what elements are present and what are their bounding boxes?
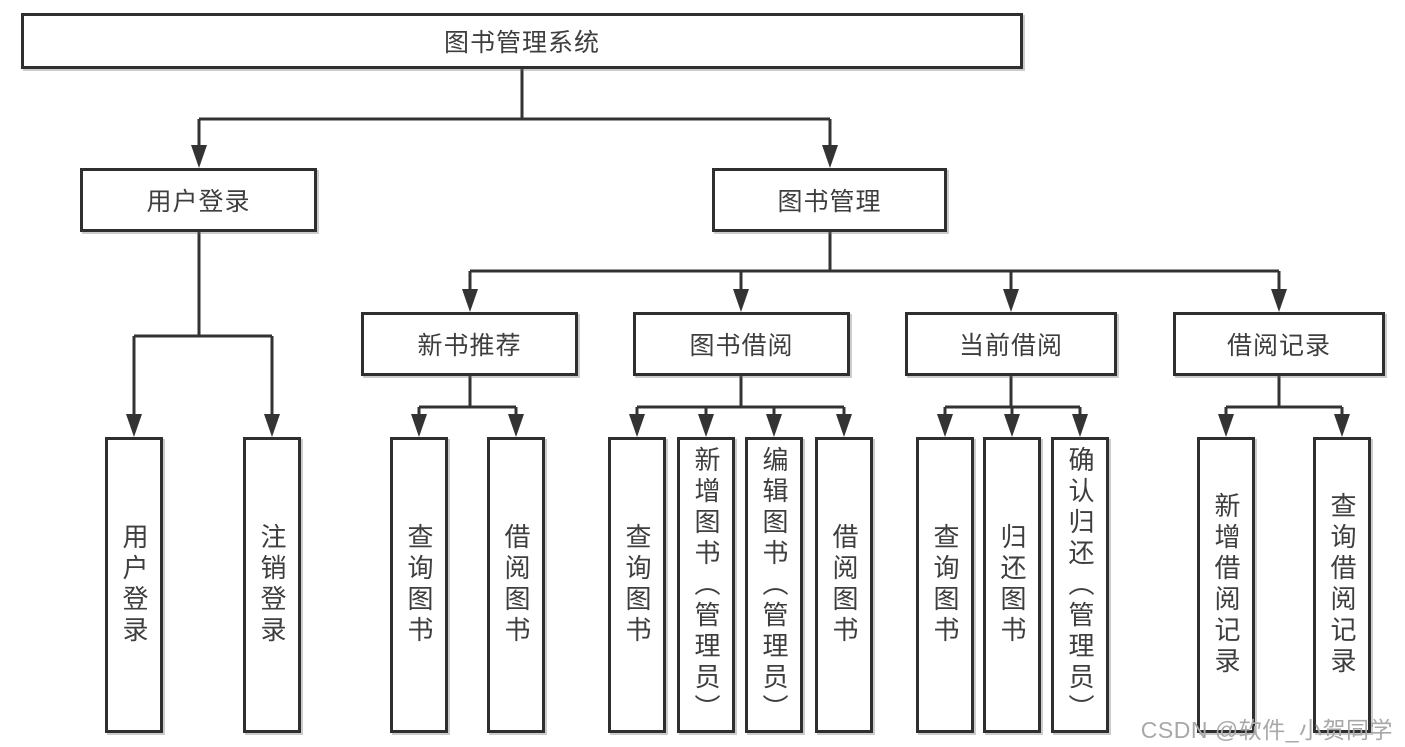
arrowhead [937, 414, 953, 437]
node-borrow-books-recommend: 借阅图书 [487, 437, 545, 733]
node-new-book-recommendation: 新书推荐 [361, 312, 578, 376]
arrowhead [629, 414, 645, 437]
node-edit-books-admin: 编辑图书（管理员） [745, 437, 803, 733]
arrowhead [1271, 289, 1287, 312]
arrowhead [822, 145, 838, 168]
arrowhead [733, 289, 749, 312]
node-query-books-recommend: 查询图书 [390, 437, 448, 733]
connector-book-borrowing-to-leaves [629, 376, 852, 437]
arrowhead [1334, 414, 1350, 437]
connector-user-login-to-leaves [126, 232, 280, 437]
arrowhead [698, 414, 714, 437]
node-query-books-current: 查询图书 [916, 437, 974, 733]
node-user-login-leaf: 用户登录 [105, 437, 163, 733]
arrowhead [836, 414, 852, 437]
node-query-books-borrowing: 查询图书 [608, 437, 666, 733]
connector-new-book-recommendation-to-leaves [411, 376, 524, 437]
node-book-borrowing: 图书借阅 [633, 312, 850, 376]
node-logout-leaf: 注销登录 [243, 437, 301, 733]
node-current-borrowing: 当前借阅 [905, 312, 1117, 376]
node-confirm-return-admin: 确认归还（管理员） [1051, 437, 1109, 733]
arrowhead [191, 145, 207, 168]
node-user-login: 用户登录 [80, 168, 317, 232]
connector-borrowing-records-to-leaves [1218, 376, 1350, 437]
node-borrow-books-leaf: 借阅图书 [815, 437, 873, 733]
arrowhead [462, 289, 478, 312]
csdn-watermark: CSDN @软件_小贺同学 [1140, 717, 1393, 743]
arrowhead [1218, 414, 1234, 437]
arrowhead [1004, 414, 1020, 437]
arrowhead [411, 414, 427, 437]
connector-root-to-level2 [191, 69, 838, 168]
node-add-books-admin: 新增图书（管理员） [677, 437, 735, 733]
node-add-borrow-record: 新增借阅记录 [1197, 437, 1255, 733]
arrowhead [1003, 289, 1019, 312]
connector-book-management-to-level3 [462, 232, 1287, 312]
arrowhead [264, 414, 280, 437]
arrowhead [766, 414, 782, 437]
arrowhead [1072, 414, 1088, 437]
connector-current-borrowing-to-leaves [937, 376, 1088, 437]
node-book-management: 图书管理 [712, 168, 947, 232]
node-query-borrow-record: 查询借阅记录 [1313, 437, 1371, 733]
node-root: 图书管理系统 [21, 13, 1023, 69]
node-borrowing-records: 借阅记录 [1173, 312, 1385, 376]
arrowhead [126, 414, 142, 437]
arrowhead [508, 414, 524, 437]
node-return-books: 归还图书 [983, 437, 1041, 733]
